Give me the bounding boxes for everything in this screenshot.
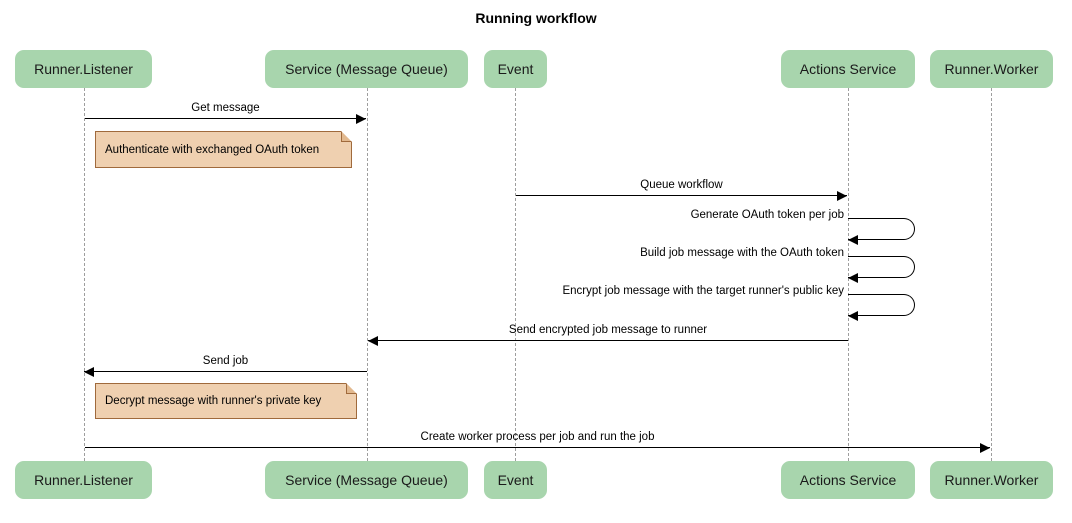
self-message-encrypt-job: [848, 294, 915, 316]
participant-runner-worker-top[interactable]: Runner.Worker: [930, 50, 1053, 88]
message-line-create-worker: [85, 447, 990, 448]
participant-label: Runner.Worker: [944, 61, 1039, 77]
message-label-generate-token: Generate OAuth token per job: [690, 209, 844, 221]
arrowhead-encrypt-job: [848, 311, 858, 321]
participant-actions-service-top[interactable]: Actions Service: [781, 50, 915, 88]
message-label-send-encrypted: Send encrypted job message to runner: [508, 324, 708, 336]
participant-label: Event: [497, 472, 534, 488]
participant-label: Service (Message Queue): [285, 472, 448, 488]
message-line-send-encrypted: [368, 340, 848, 341]
diagram-title: Running workflow: [475, 10, 597, 26]
participant-actions-service-bottom[interactable]: Actions Service: [781, 461, 915, 499]
lifeline-event: [515, 88, 516, 461]
message-label-queue-workflow: Queue workflow: [640, 179, 723, 191]
participant-event-bottom[interactable]: Event: [484, 461, 547, 499]
participant-label: Actions Service: [799, 61, 897, 77]
participant-service-message-queue-bottom[interactable]: Service (Message Queue): [265, 461, 468, 499]
lifeline-service-message-queue: [367, 88, 368, 461]
message-label-send-job: Send job: [202, 355, 249, 367]
participant-label: Runner.Listener: [34, 472, 133, 488]
message-line-queue-workflow: [516, 195, 847, 196]
arrowhead-generate-token: [848, 235, 858, 245]
arrowhead-send-job: [84, 367, 94, 377]
note-text: Authenticate with exchanged OAuth token: [105, 143, 320, 156]
message-label-encrypt-job: Encrypt job message with the target runn…: [562, 285, 844, 297]
participant-label: Runner.Worker: [944, 472, 1039, 488]
message-label-create-worker: Create worker process per job and run th…: [420, 431, 655, 443]
participant-runner-worker-bottom[interactable]: Runner.Worker: [930, 461, 1053, 499]
participant-label: Runner.Listener: [34, 61, 133, 77]
message-line-get-message: [85, 118, 366, 119]
arrowhead-get-message: [356, 114, 366, 124]
arrowhead-create-worker: [980, 443, 990, 453]
self-message-build-job-message: [848, 256, 915, 278]
note-fold-corner-icon: [341, 131, 352, 142]
participant-label: Actions Service: [799, 472, 897, 488]
note-decrypt: Decrypt message with runner's private ke…: [95, 383, 357, 419]
message-line-send-job: [84, 371, 367, 372]
participant-runner-listener-bottom[interactable]: Runner.Listener: [15, 461, 152, 499]
message-label-get-message: Get message: [191, 102, 260, 114]
note-fold-corner-icon: [346, 383, 357, 394]
note-authenticate: Authenticate with exchanged OAuth token: [95, 131, 352, 168]
arrowhead-send-encrypted: [368, 336, 378, 346]
participant-service-message-queue-top[interactable]: Service (Message Queue): [265, 50, 468, 88]
message-label-build-job-message: Build job message with the OAuth token: [640, 247, 844, 259]
participant-label: Service (Message Queue): [285, 61, 448, 77]
lifeline-runner-listener: [84, 88, 85, 461]
note-text: Decrypt message with runner's private ke…: [105, 395, 322, 407]
self-message-generate-token: [848, 218, 915, 240]
arrowhead-queue-workflow: [837, 191, 847, 201]
arrowhead-build-job-message: [848, 273, 858, 283]
participant-event-top[interactable]: Event: [484, 50, 547, 88]
participant-label: Event: [497, 61, 534, 77]
lifeline-runner-worker: [991, 88, 992, 461]
participant-runner-listener-top[interactable]: Runner.Listener: [15, 50, 152, 88]
